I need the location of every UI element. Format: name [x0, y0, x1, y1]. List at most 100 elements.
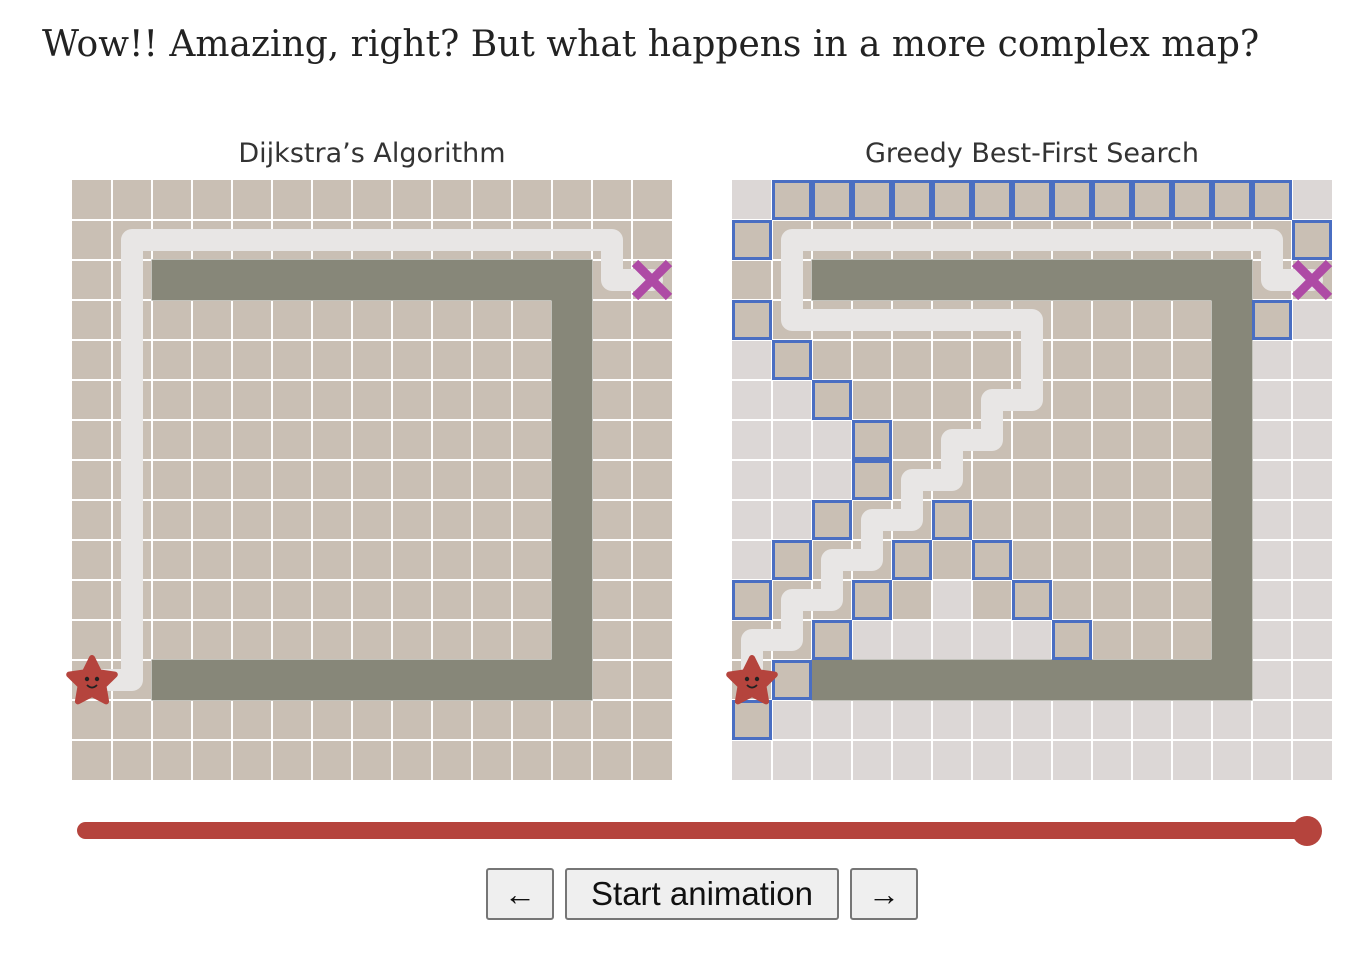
grid-cell	[932, 740, 972, 780]
grid-cell	[1012, 420, 1052, 460]
grid-cell	[272, 500, 312, 540]
grid-cell	[232, 540, 272, 580]
grid-cell	[152, 580, 192, 620]
wall-segment	[511, 259, 553, 301]
grid-cell	[972, 740, 1012, 780]
grid-cell	[112, 700, 152, 740]
grid-cell	[932, 380, 972, 420]
grid-cell	[972, 540, 1012, 580]
grid-cell	[812, 180, 852, 220]
grid-cell	[152, 380, 192, 420]
frontier-cell	[852, 580, 892, 620]
grid-cell	[392, 380, 432, 420]
wall-segment	[391, 259, 433, 301]
grid-cell	[312, 460, 352, 500]
slider-thumb[interactable]	[1292, 816, 1322, 846]
grid-cell	[72, 740, 112, 780]
grid-cell	[592, 580, 632, 620]
grid-cell	[1052, 420, 1092, 460]
grid-cell	[232, 180, 272, 220]
wall-segment	[1211, 579, 1253, 621]
greedy-grid	[726, 180, 1333, 780]
start-animation-button[interactable]: Start animation	[565, 868, 839, 920]
grid-cell	[232, 740, 272, 780]
previous-step-button[interactable]: ←	[486, 868, 554, 920]
grid-cell	[1172, 500, 1212, 540]
wall-segment	[891, 659, 933, 701]
grid-cell	[272, 620, 312, 660]
grid-cell	[192, 700, 232, 740]
grid-cell	[312, 420, 352, 460]
grid-cell	[732, 700, 772, 740]
grid-cell	[1132, 620, 1172, 660]
grid-cell	[1172, 700, 1212, 740]
grid-cell	[812, 500, 852, 540]
grid-cell	[392, 620, 432, 660]
grid-cell	[632, 740, 672, 780]
wall-segment	[151, 659, 193, 701]
grid-cell	[1052, 620, 1092, 660]
grid-cell	[1172, 580, 1212, 620]
frontier-cell	[852, 180, 892, 220]
grid-cell	[1172, 740, 1212, 780]
wall-segment	[1211, 499, 1253, 541]
wall-segment	[551, 259, 593, 301]
grid-cell	[632, 700, 672, 740]
wall-segment	[931, 659, 973, 701]
grid-cell	[1052, 740, 1092, 780]
frontier-cell	[932, 180, 972, 220]
grid-cell	[432, 580, 472, 620]
grid-cell	[1012, 580, 1052, 620]
grid-cell	[592, 540, 632, 580]
grid-cell	[852, 700, 892, 740]
wall-segment	[551, 339, 593, 381]
progress-slider[interactable]	[77, 816, 1322, 846]
grid-cell	[852, 180, 892, 220]
grid-cell	[352, 620, 392, 660]
grid-cell	[272, 580, 312, 620]
grid-cell	[432, 700, 472, 740]
grid-cell	[1292, 460, 1332, 500]
frontier-cell	[1252, 180, 1292, 220]
grid-cell	[892, 540, 932, 580]
grid-cell	[1012, 500, 1052, 540]
shortest-path	[81, 229, 663, 691]
grid-cell	[732, 540, 772, 580]
grid-cell	[1052, 540, 1092, 580]
grid-cell	[632, 580, 672, 620]
grid-cell	[592, 500, 632, 540]
grid-cell	[312, 700, 352, 740]
wall-segment	[551, 499, 593, 541]
grid-cell	[732, 460, 772, 500]
wall-segment	[351, 259, 393, 301]
slider-track[interactable]	[77, 822, 1315, 839]
grid-cell	[772, 380, 812, 420]
wall-segment	[1211, 659, 1253, 701]
grid-cell	[152, 700, 192, 740]
grid-cell	[892, 340, 932, 380]
grid-cell	[432, 740, 472, 780]
grid-cell	[632, 300, 672, 340]
grid-cell	[72, 380, 112, 420]
grid-cell	[432, 540, 472, 580]
grid-cell	[852, 340, 892, 380]
grid-cell	[1052, 380, 1092, 420]
grid-cell	[892, 180, 932, 220]
grid-cell	[592, 660, 632, 700]
grid-cell	[392, 540, 432, 580]
grid-cell	[1012, 180, 1052, 220]
greedy-title: Greedy Best-First Search	[864, 138, 1200, 169]
wall-segment	[1171, 659, 1213, 701]
grid-cell	[352, 180, 392, 220]
grid-cell	[432, 380, 472, 420]
grid-cell	[272, 540, 312, 580]
wall-segment	[1171, 259, 1213, 301]
grid-cell	[512, 460, 552, 500]
grid-cell	[72, 220, 112, 260]
grid-cell	[312, 380, 352, 420]
grid-cell	[1052, 700, 1092, 740]
next-step-button[interactable]: →	[850, 868, 918, 920]
grid-cell	[632, 460, 672, 500]
grid-cell	[592, 340, 632, 380]
page-heading: Wow!! Amazing, right? But what happens i…	[42, 24, 1260, 65]
